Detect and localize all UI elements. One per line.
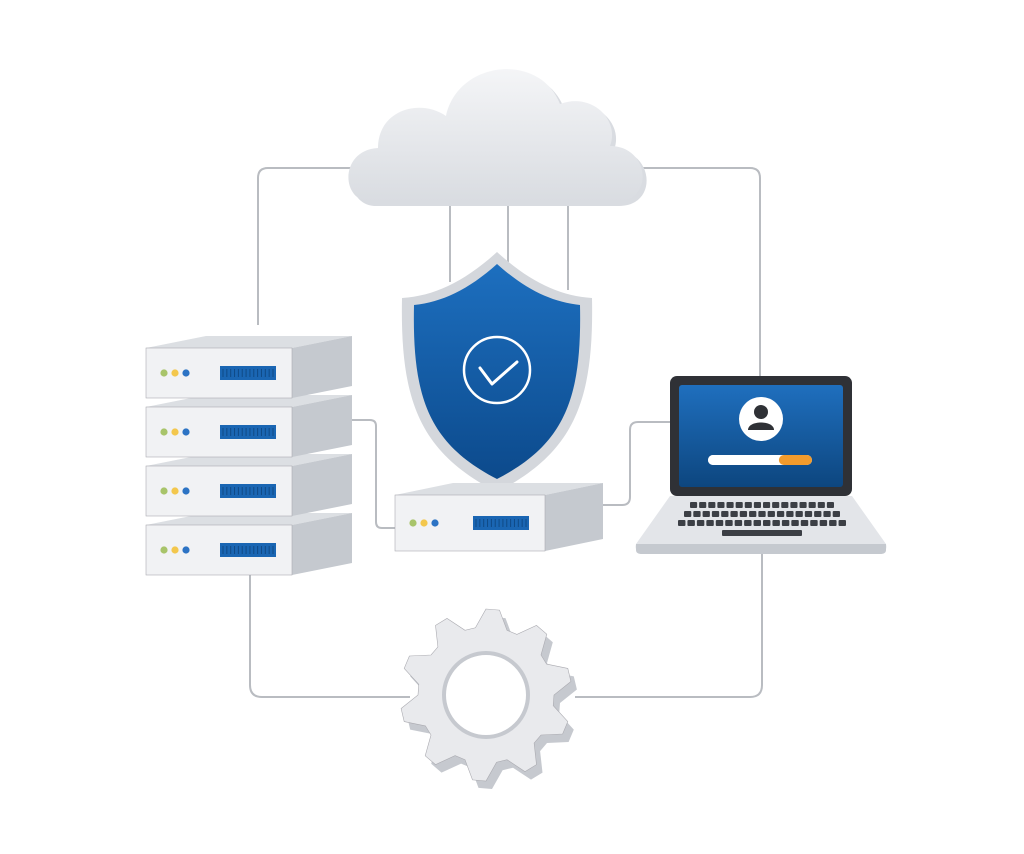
gear-hole <box>442 651 530 739</box>
status-led-yellow <box>171 487 179 495</box>
line-server-to-laptop <box>600 421 672 506</box>
line-laptop-to-gear <box>575 552 763 698</box>
status-led-green <box>160 487 168 495</box>
drive-bay <box>220 425 276 439</box>
drive-bay <box>473 516 529 530</box>
server-rack-icon <box>145 336 352 576</box>
status-led-green <box>160 546 168 554</box>
user-icon <box>739 397 783 441</box>
status-led-blue <box>182 546 190 554</box>
status-led-yellow <box>171 546 179 554</box>
gear-icon <box>400 608 577 789</box>
line-rack-to-gear <box>249 572 410 698</box>
status-led-blue <box>182 487 190 495</box>
login-progress-bar <box>708 455 812 465</box>
cloud-icon <box>348 69 647 206</box>
laptop-keyboard <box>678 502 846 536</box>
status-led-yellow <box>171 369 179 377</box>
line-cloud-to-rack <box>257 167 365 325</box>
drive-bay <box>220 366 276 380</box>
progress-track-segment <box>708 455 783 465</box>
rack-unit-1 <box>145 336 352 399</box>
status-led-blue <box>182 428 190 436</box>
rack-unit-2 <box>145 395 352 458</box>
rack-unit-4 <box>145 513 352 576</box>
status-led-green <box>409 519 417 527</box>
check-circle <box>462 335 532 405</box>
space-bar <box>722 530 802 536</box>
connection-lines <box>249 167 763 698</box>
status-led-yellow <box>420 519 428 527</box>
line-rack-to-server <box>352 419 398 529</box>
rack-unit-3 <box>145 454 352 517</box>
laptop-icon <box>635 376 887 554</box>
central-server-unit <box>394 483 603 552</box>
server-icon <box>394 483 603 552</box>
drive-bay <box>220 543 276 557</box>
check-mark <box>478 360 519 386</box>
drive-bay <box>220 484 276 498</box>
line-cloud-to-laptop <box>640 167 761 380</box>
status-led-blue <box>431 519 439 527</box>
status-led-blue <box>182 369 190 377</box>
status-led-green <box>160 428 168 436</box>
shield-check-icon <box>401 252 593 492</box>
status-led-green <box>160 369 168 377</box>
status-led-yellow <box>171 428 179 436</box>
